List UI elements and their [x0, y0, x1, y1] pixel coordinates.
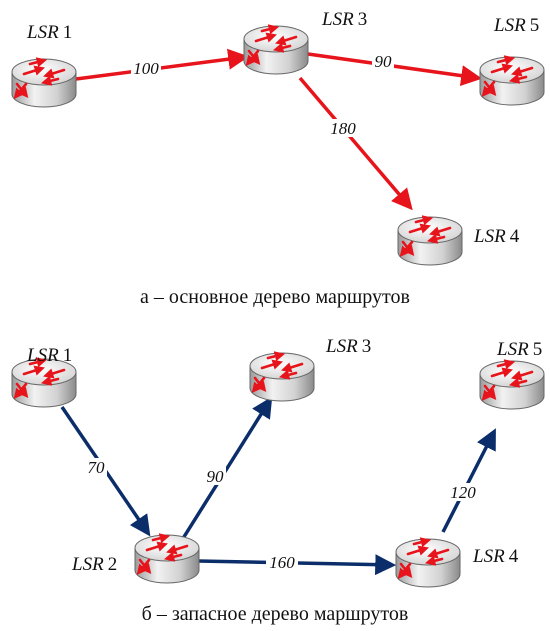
node-label-number: 3 [362, 336, 372, 357]
edge-lsr1-lsr3: 100 [75, 48, 250, 81]
router-icon [244, 26, 308, 74]
node-label-number: 1 [63, 345, 73, 366]
router-icon [480, 57, 544, 105]
edge-lsr4-lsr5: 120 [441, 428, 496, 533]
node-label-prefix: LSR [473, 226, 506, 247]
node-label-number: 1 [63, 22, 73, 43]
node-label-prefix: LSR [321, 9, 354, 30]
node-label-prefix: LSR [71, 554, 104, 575]
edge-lsr3-lsr4: 180 [298, 76, 413, 211]
node-label-prefix: LSR [496, 339, 529, 360]
node-label-number: 5 [530, 15, 540, 36]
router-icon [250, 353, 314, 401]
edge-weight-label: 90 [207, 467, 225, 486]
node-label-prefix: LSR [493, 15, 526, 36]
panel-b-caption: б – запасное дерево маршрутов [142, 603, 409, 625]
router-icon [135, 535, 199, 583]
router-icon [398, 217, 462, 265]
edge-lsr2-lsr4: 160 [197, 553, 397, 576]
node-label-prefix: LSR [472, 546, 505, 567]
edge-weight-label: 100 [133, 59, 159, 78]
node-label-number: 4 [509, 546, 519, 567]
edge-lsr1-lsr2: 70 [60, 406, 151, 537]
node-label-prefix: LSR [325, 336, 358, 357]
edge-lsr2-lsr3: 90 [180, 396, 273, 541]
node-label-number: 2 [108, 554, 118, 575]
router-icon [12, 59, 76, 107]
node-label-number: 5 [533, 339, 543, 360]
router-icon [12, 359, 76, 407]
edge-weight-label: 90 [375, 52, 393, 71]
router-icon [480, 361, 544, 409]
panel-a-caption: а – основное дерево маршрутов [140, 286, 410, 308]
node-label-prefix: LSR [26, 22, 59, 43]
edge-lsr3-lsr5: 90 [307, 52, 483, 87]
node-label-number: 3 [358, 9, 368, 30]
edge-weight-label: 120 [450, 483, 476, 502]
node-label-prefix: LSR [26, 345, 59, 366]
edge-weight-label: 180 [330, 119, 356, 138]
node-label-number: 4 [510, 226, 520, 247]
router-icon [396, 539, 460, 587]
edge-weight-label: 160 [269, 553, 295, 572]
edge-weight-label: 70 [88, 458, 106, 477]
